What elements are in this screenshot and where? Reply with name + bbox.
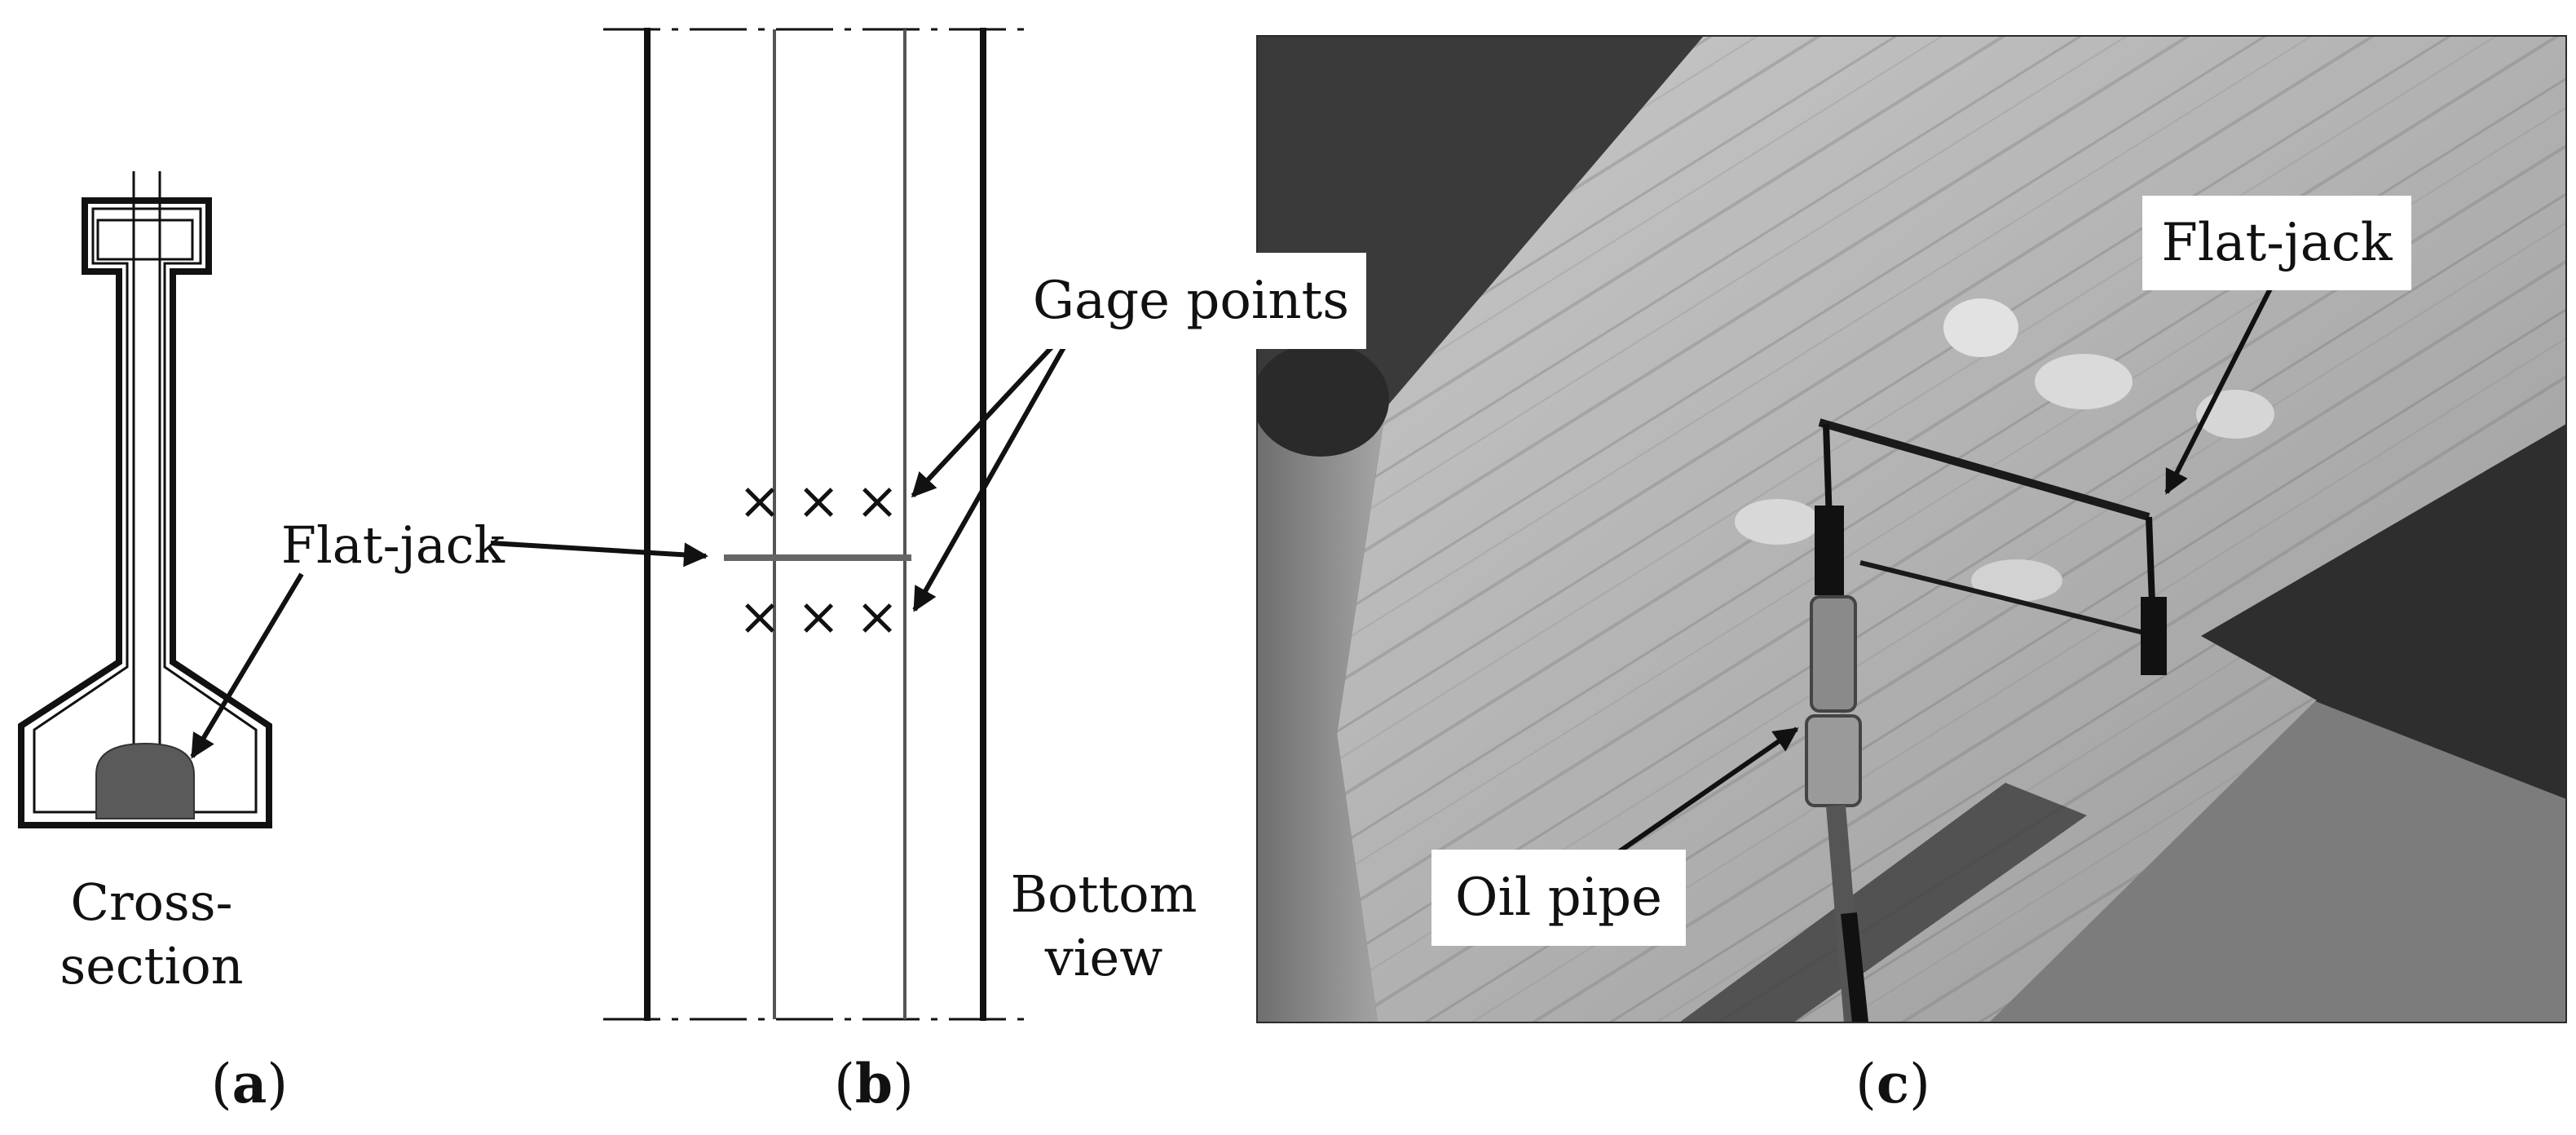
dark-lump [1257, 342, 1389, 457]
gage-points-upper-row: × × × [738, 471, 899, 532]
panel-a-cross-section: Flat-jack Cross- section (a) [18, 171, 505, 1115]
flatjack-post-right [2146, 516, 2155, 604]
gage-point: × [738, 471, 782, 532]
panel-b-bottom-view: × × × × × × Bottom view (b) [490, 28, 1198, 1115]
panel-a-letter: (a) [211, 1052, 288, 1115]
chip-spot [1943, 298, 2018, 357]
gage-points-arrow-lower [912, 321, 1080, 612]
gage-point: × [855, 587, 899, 647]
flatjack-arrow-c [2164, 285, 2274, 495]
shadow-right [2201, 424, 2566, 799]
chip-spot [2035, 354, 2133, 409]
flatjack-plate [1818, 418, 2150, 521]
flatjack-section [95, 742, 195, 819]
flatjack-label-a: Flat-jack [281, 515, 505, 575]
bottom-view-caption-line2: view [1044, 928, 1163, 987]
gage-point: × [738, 587, 782, 647]
girder-inner-outline [33, 207, 258, 814]
photo-frame [1256, 35, 2567, 1023]
gage-points-label: Gage points [1016, 253, 1366, 349]
panel-c-letter: (c) [1855, 1052, 1930, 1115]
panel-b-letter: (b) [834, 1052, 914, 1115]
cross-section-caption-line1: Cross- [71, 872, 233, 932]
oil-pipe-tube-dark [1841, 912, 1868, 1022]
gage-points-lower-row: × × × [738, 587, 899, 647]
bottom-view-caption-line1: Bottom [1011, 864, 1198, 924]
girder-outer-outline [18, 197, 272, 828]
chip-spot [1735, 499, 1820, 545]
chip-spot [1971, 559, 2062, 602]
valve-left [1815, 506, 1844, 595]
flatjack-lower-edge [1859, 560, 2158, 638]
cross-beam [1989, 701, 2566, 1022]
oil-pipe-label: Oil pipe [1431, 850, 1686, 946]
oil-pipe-fitting-upper [1810, 595, 1857, 713]
flatjack-arrow-b [490, 541, 708, 568]
top-duct-box [96, 219, 194, 261]
oil-pipe-fitting-lower [1805, 714, 1862, 807]
gage-point: × [796, 587, 840, 647]
chip-spot [2196, 390, 2274, 439]
valve-right [2141, 597, 2167, 675]
girder-side-face [1257, 383, 1386, 1022]
gage-points-arrow-upper [911, 320, 1077, 498]
gage-point: × [855, 471, 899, 532]
flatjack-arrow-a [190, 572, 304, 759]
cross-section-caption-line2: section [60, 936, 243, 996]
flatjack-label-c: Flat-jack [2142, 196, 2411, 290]
cross-beam-shadow [1679, 783, 2087, 1022]
gage-point: × [796, 471, 840, 532]
oil-pipe-arrow [1616, 726, 1799, 855]
